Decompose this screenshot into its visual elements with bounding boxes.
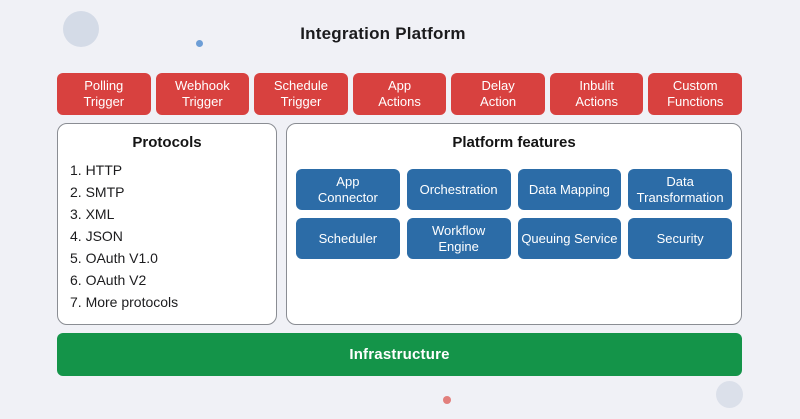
platform-features-title: Platform features	[452, 134, 576, 151]
protocols-title: Protocols	[132, 134, 202, 151]
feature-queuing-service: Queuing Service	[517, 218, 622, 259]
feature-app-connector: App Connector	[296, 169, 400, 210]
feature-security: Security	[628, 218, 732, 259]
block-polling-trigger: Polling Trigger	[57, 73, 151, 115]
feature-data-mapping: Data Mapping	[517, 169, 622, 210]
trigger-row: Polling Trigger Webhook Trigger Schedule…	[57, 73, 743, 115]
block-webhook-trigger: Webhook Trigger	[155, 73, 250, 115]
block-schedule-trigger: Schedule Trigger	[254, 73, 348, 115]
main-row: Protocols 1. HTTP 2. SMTP 3. XML 4. JSON…	[57, 123, 742, 325]
protocol-item-oauth2: 6. OAuth V2	[70, 272, 147, 288]
feature-orchestration: Orchestration	[406, 169, 511, 210]
platform-features-panel: Platform features App Connector Orchestr…	[286, 123, 742, 325]
protocol-item-smtp: 2. SMTP	[70, 184, 125, 200]
page-title: Integration Platform	[300, 24, 466, 43]
decor-dot-pink	[443, 396, 451, 404]
feature-workflow-engine: Workflow Engine	[406, 218, 511, 259]
protocol-item-xml: 3. XML	[70, 206, 115, 222]
platform-features-grid: App Connector Orchestration Data Mapping…	[296, 169, 732, 259]
decor-circle-bottom-right	[716, 381, 743, 408]
infrastructure-bar: Infrastructure	[57, 333, 742, 376]
protocol-item-oauth1: 5. OAuth V1.0	[70, 250, 158, 266]
block-custom-functions: Custom Functions	[648, 73, 743, 115]
block-app-actions: App Actions	[352, 73, 447, 115]
decor-circle-top-left	[63, 11, 99, 47]
decor-dot-blue	[196, 40, 203, 47]
feature-data-transformation: Data Transformation	[628, 169, 732, 210]
block-inbulit-actions: Inbulit Actions	[549, 73, 644, 115]
block-delay-action: Delay Action	[451, 73, 545, 115]
protocol-item-more: 7. More protocols	[70, 294, 179, 310]
feature-scheduler: Scheduler	[296, 218, 400, 259]
protocol-item-json: 4. JSON	[70, 228, 123, 244]
protocols-list: 1. HTTP 2. SMTP 3. XML 4. JSON 5. OAuth …	[58, 159, 276, 313]
protocols-panel: Protocols 1. HTTP 2. SMTP 3. XML 4. JSON…	[57, 123, 277, 325]
protocol-item-http: 1. HTTP	[70, 162, 123, 178]
